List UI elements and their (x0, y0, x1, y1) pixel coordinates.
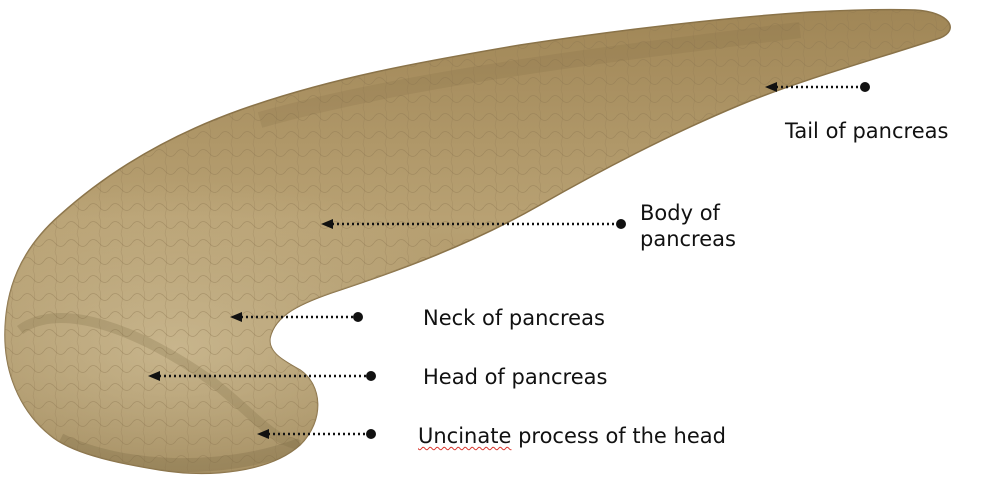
label-body-of-pancreas: Body of pancreas (640, 200, 736, 253)
label-neck-of-pancreas: Neck of pancreas (423, 305, 605, 331)
neck-dot (353, 312, 363, 322)
head-dot (366, 371, 376, 381)
label-tail-of-pancreas: Tail of pancreas (785, 118, 948, 144)
uncinate-label-rest: process of the head (511, 424, 726, 448)
uncinate-dot (366, 429, 376, 439)
label-uncinate-process: Uncinate process of the head (418, 423, 726, 449)
label-head-of-pancreas: Head of pancreas (423, 364, 607, 390)
body-dot (616, 219, 626, 229)
tail-dot (860, 82, 870, 92)
spellcheck-word-uncinate: Uncinate (418, 424, 511, 448)
